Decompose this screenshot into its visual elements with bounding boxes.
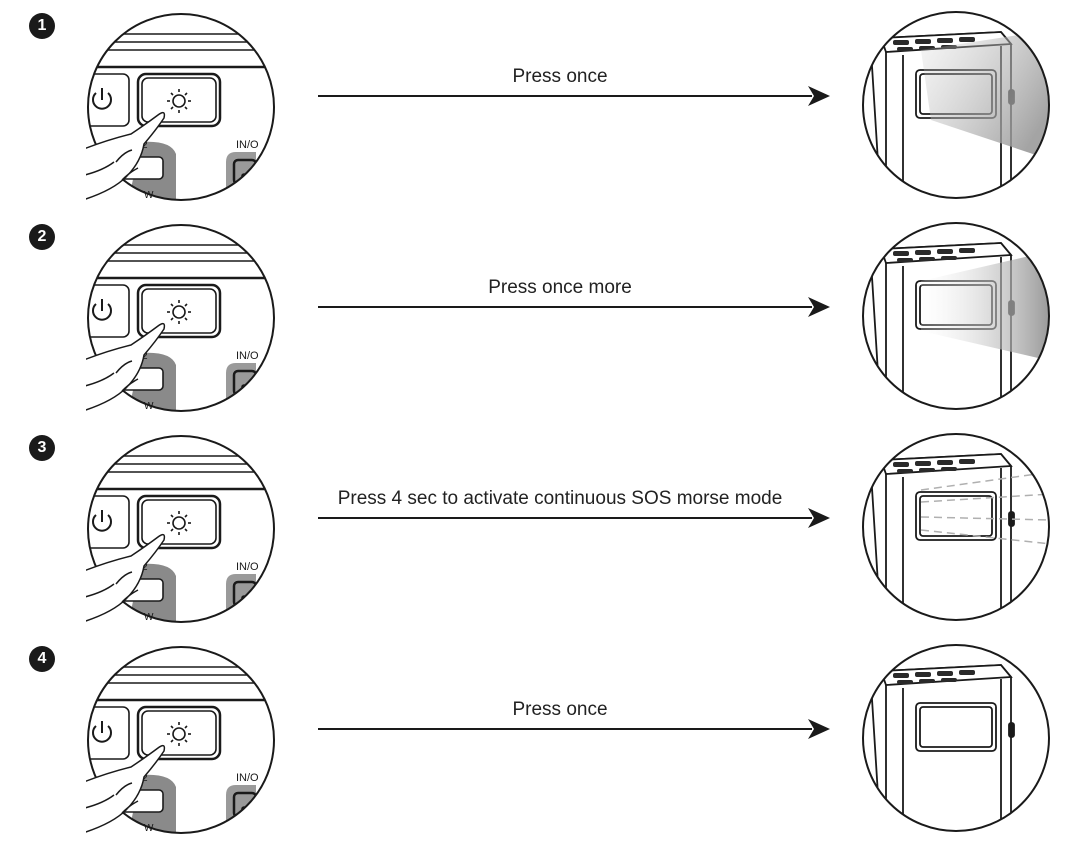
step-4: 4: [0, 633, 1076, 845]
step-number-badge: 4: [29, 646, 55, 672]
button-closeup: IN/O 2 W: [86, 13, 275, 201]
step-instruction: Press 4 sec to activate continuous SOS m…: [337, 488, 783, 509]
sun-icon: [167, 89, 191, 113]
partial-label-w: W: [144, 401, 154, 412]
arrow-right-icon: [318, 719, 830, 739]
device-light-sos: [862, 433, 1050, 621]
step-number-badge: 1: [29, 13, 55, 39]
port-label: IN/O: [236, 350, 259, 362]
button-closeup: IN/O 2 W: [86, 435, 275, 623]
button-closeup: IN/O 2 W: [86, 646, 275, 834]
arrow-right-icon: [318, 86, 830, 106]
step-1: 1: [0, 0, 1076, 212]
partial-label-w: W: [144, 823, 154, 834]
step-instruction: Press once: [512, 66, 608, 87]
power-icon: [92, 721, 112, 743]
power-icon: [92, 510, 112, 532]
step-3: 3: [0, 422, 1076, 634]
power-icon: [92, 88, 112, 110]
port-label: IN/O: [236, 561, 259, 573]
button-closeup: IN/O 2 W: [86, 224, 275, 412]
partial-label-w: W: [144, 612, 154, 623]
port-label: IN/O: [236, 139, 259, 151]
partial-label: 2: [142, 140, 148, 151]
partial-label: 2: [142, 351, 148, 362]
arrow-right-icon: [318, 508, 830, 528]
partial-label: 2: [142, 773, 148, 784]
port-label: IN/O: [236, 772, 259, 784]
step-number-badge: 3: [29, 435, 55, 461]
hand-icon: [86, 111, 166, 200]
arrow-right-icon: [318, 297, 830, 317]
device-light-low-beam: [862, 222, 1050, 410]
device-light-off: [862, 644, 1050, 832]
sun-icon: [167, 511, 191, 535]
step-instruction: Press once: [512, 699, 608, 720]
partial-label: 2: [142, 562, 148, 573]
power-icon: [92, 299, 112, 321]
hand-icon: [86, 322, 166, 411]
sun-icon: [167, 722, 191, 746]
step-2: 2: [0, 211, 1076, 423]
sun-icon: [167, 300, 191, 324]
partial-label-w: W: [144, 190, 154, 201]
hand-icon: [86, 533, 166, 622]
hand-icon: [86, 744, 166, 833]
device-light-high-beam: [862, 11, 1050, 199]
step-number-badge: 2: [29, 224, 55, 250]
step-instruction: Press once more: [488, 277, 632, 298]
